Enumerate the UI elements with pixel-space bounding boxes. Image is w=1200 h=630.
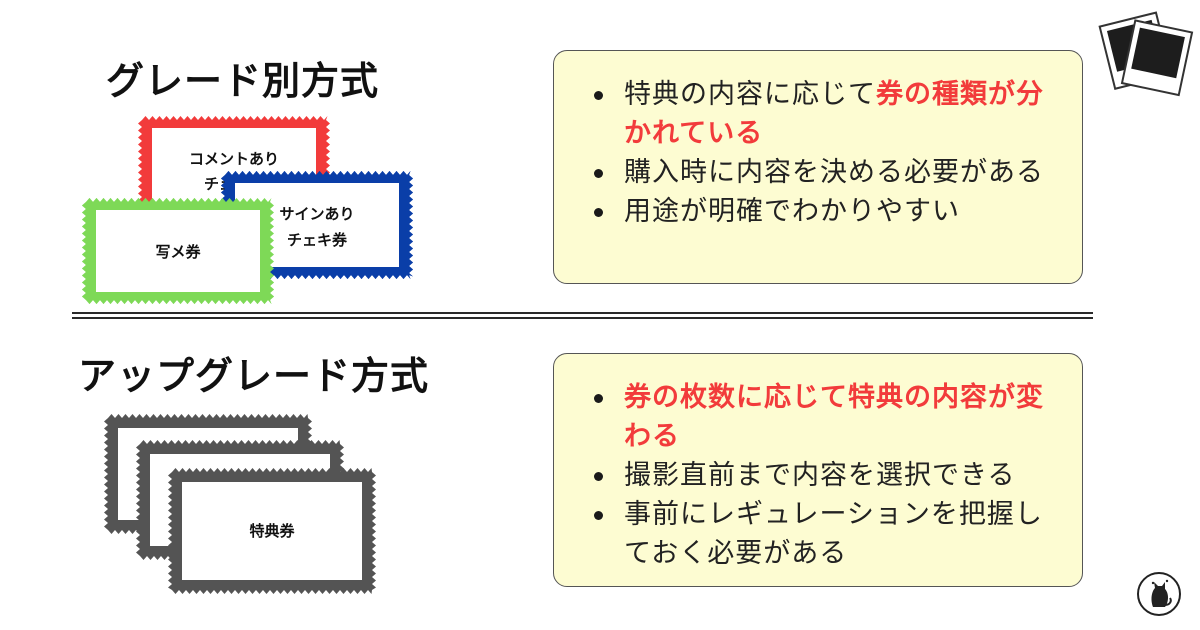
section-title-upgrade: アップグレード方式	[78, 354, 430, 398]
bullet-text: 用途が明確でわかりやすい	[624, 196, 960, 227]
bullet-text: 事前にレギュレーションを把握しておく必要がある	[624, 499, 1043, 569]
ticket-tokuten: 特典券	[172, 472, 372, 590]
ticket-comment-cheki: コメントあり チェキ券	[142, 120, 326, 212]
ticket-photo: 写メ券	[86, 202, 270, 300]
grade-info-box: 特典の内容に応じて券の種類が分かれている購入時に内容を決める必要がある用途が明確…	[553, 50, 1083, 284]
upgrade-info-box: 券の枚数に応じて特典の内容が変わる撮影直前まで内容を選択できる事前にレギュレーシ…	[553, 353, 1083, 587]
bullet-item: 特典の内容に応じて券の種類が分かれている	[594, 75, 1044, 153]
bullet-item: 購入時に内容を決める必要がある	[594, 153, 1044, 192]
bullet-item: 撮影直前まで内容を選択できる	[594, 456, 1044, 495]
bullet-item: 用途が明確でわかりやすい	[594, 192, 1044, 231]
bullet-item: 券の枚数に応じて特典の内容が変わる	[594, 378, 1044, 456]
bullet-item: 事前にレギュレーションを把握しておく必要がある	[594, 495, 1044, 573]
upgrade-tickets-illustration: 特典券	[104, 414, 376, 594]
bullet-text: 購入時に内容を決める必要がある	[624, 157, 1044, 188]
section-title-grade: グレード別方式	[106, 59, 380, 103]
ticket-sign-cheki-line1: サインあり	[279, 205, 354, 223]
section-divider-top	[72, 312, 1093, 314]
bullet-text: 撮影直前まで内容を選択できる	[624, 460, 1016, 491]
bullet-text: 特典の内容に応じて	[624, 79, 876, 110]
ticket-tokuten-line1: 特典券	[249, 522, 295, 540]
ticket-sign-cheki-line2: チェキ券	[287, 231, 348, 249]
section-divider-bottom	[72, 317, 1093, 319]
bullet-text-emphasis: 券の枚数に応じて特典の内容が変わる	[624, 382, 1044, 452]
bullet-text-emphasis: 券の種類が分かれている	[624, 79, 1044, 149]
polaroid-photos-icon	[1098, 11, 1194, 97]
upgrade-bullet-list: 券の枚数に応じて特典の内容が変わる撮影直前まで内容を選択できる事前にレギュレーシ…	[554, 354, 1082, 573]
ticket-comment-cheki-line1: コメントあり	[189, 150, 279, 168]
cat-logo-icon	[1137, 572, 1181, 616]
grade-tickets-illustration: コメントあり チェキ券 サインあり チェキ券 写メ券	[82, 116, 413, 304]
ticket-photo-line1: 写メ券	[155, 243, 201, 261]
grade-bullet-list: 特典の内容に応じて券の種類が分かれている購入時に内容を決める必要がある用途が明確…	[554, 51, 1082, 231]
